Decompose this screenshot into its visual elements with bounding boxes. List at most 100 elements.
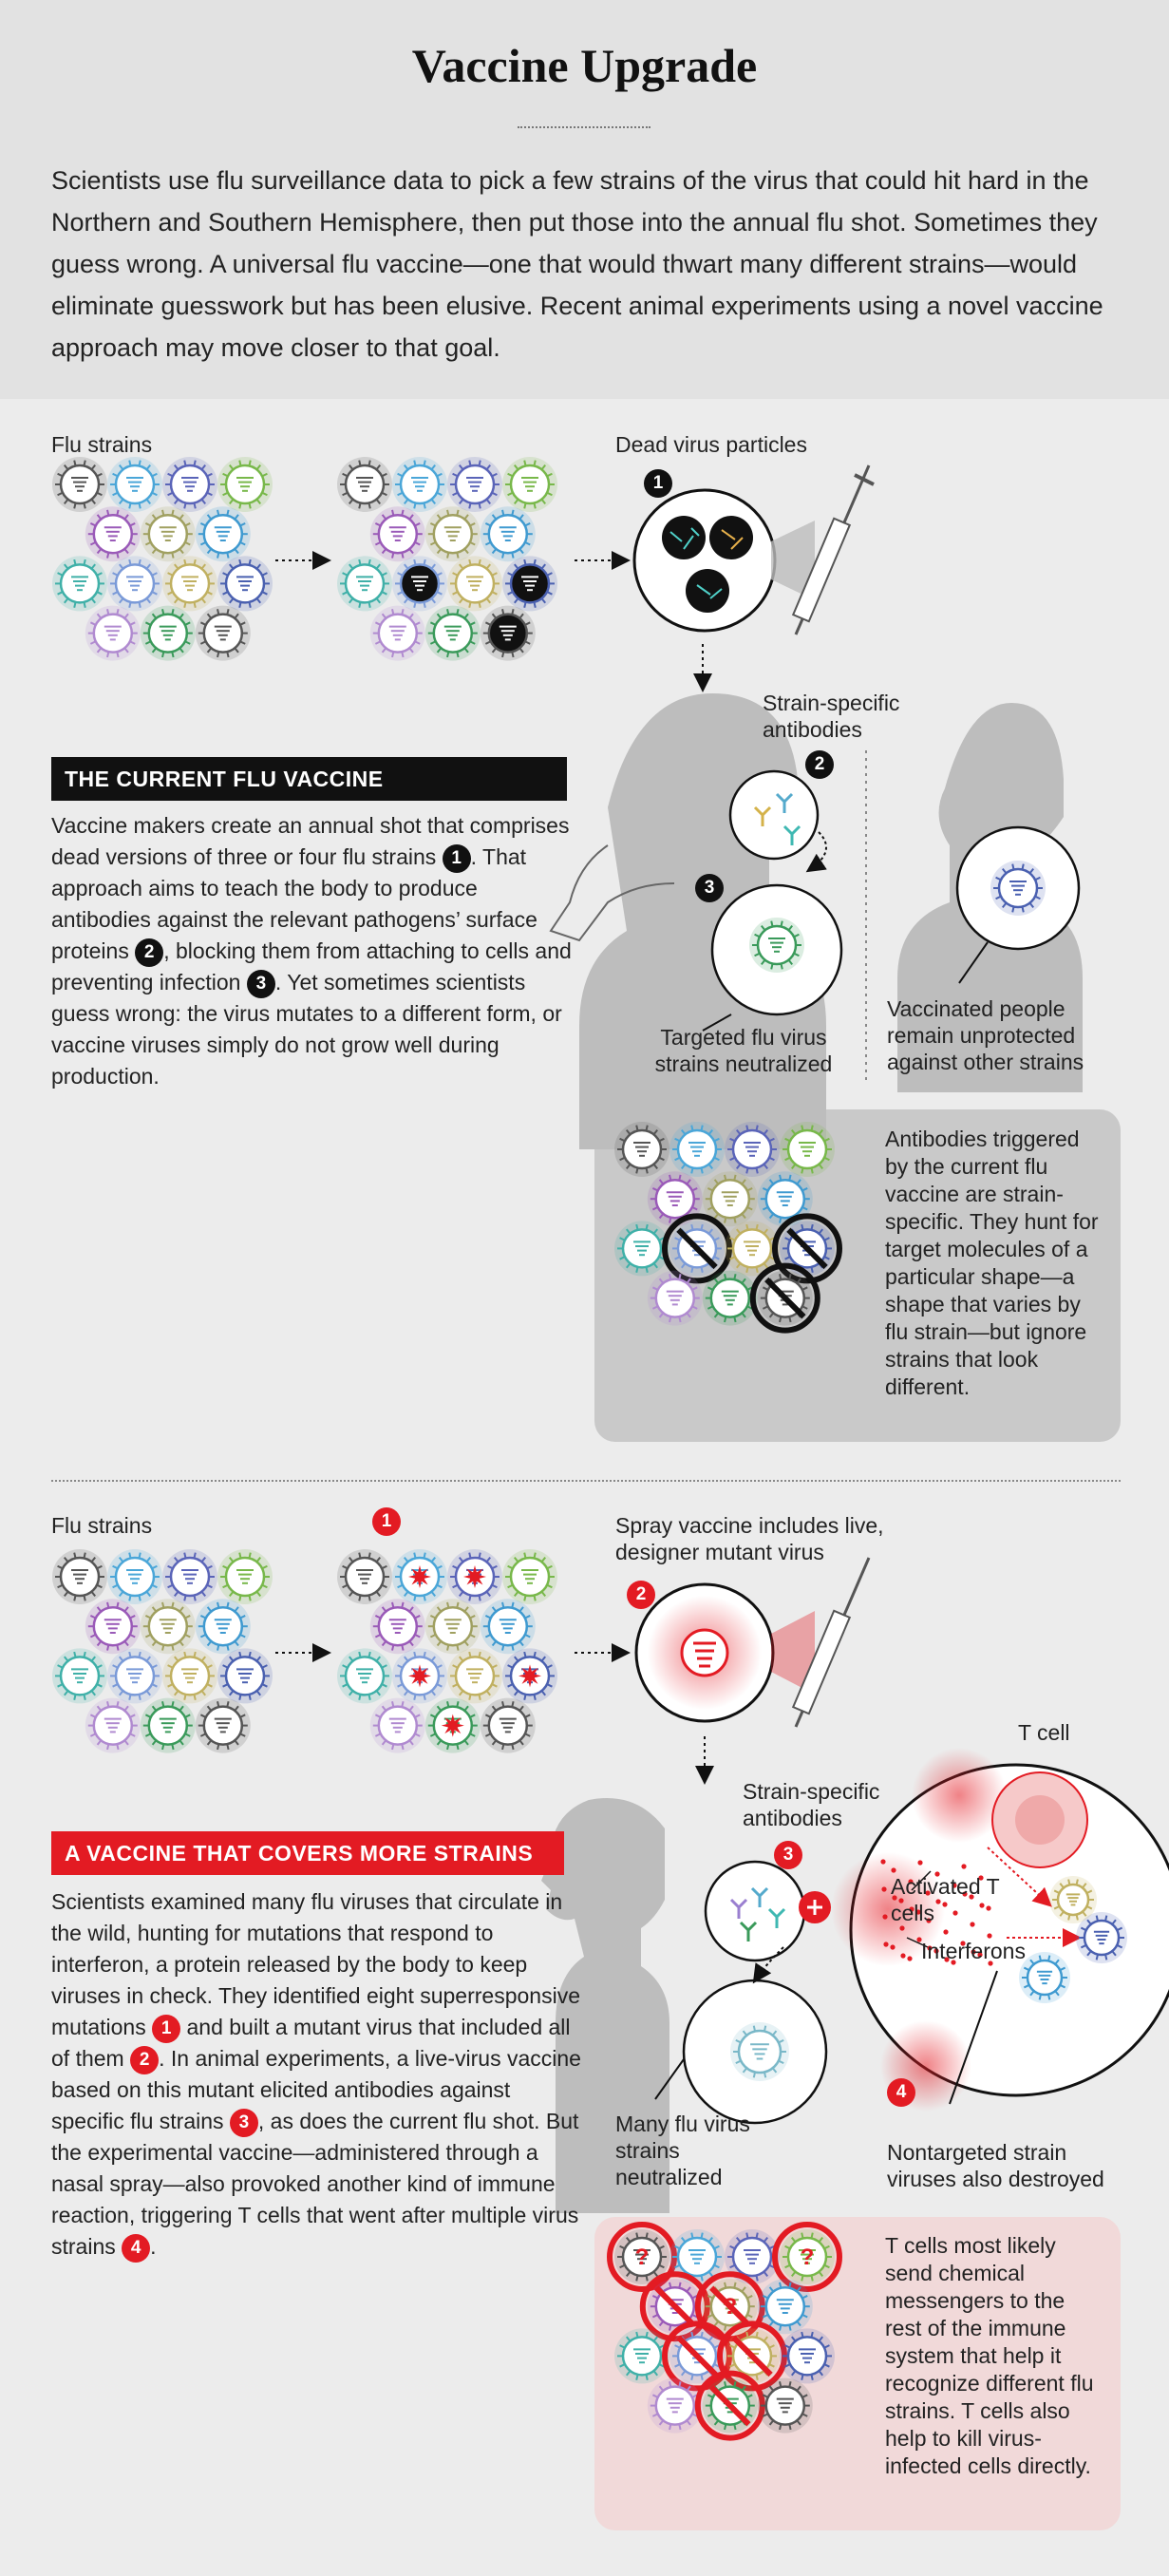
inline-new-step-4: 4 (122, 2233, 151, 2263)
flu-virus-icon (195, 1697, 251, 1753)
flu-virus-icon (107, 1648, 162, 1704)
destroyed-strain-icon: ? (694, 2271, 765, 2342)
flu-virus-icon (669, 1122, 725, 1177)
flu-virus-icon (447, 556, 502, 612)
flu-virus-icon (162, 556, 217, 612)
nontargeted-label: Nontargeted strain viruses also destroye… (887, 2140, 1104, 2191)
flu-virus-icon (217, 1648, 273, 1704)
flu-virus-icon (195, 506, 251, 562)
step-1-badge: 1 (644, 469, 672, 498)
flu-virus-icon (424, 1599, 481, 1655)
flu-virus-icon (669, 2229, 725, 2284)
current-vaccine-heading: THE CURRENT FLU VACCINE (51, 757, 567, 801)
new-step-1-badge: 1 (372, 1507, 401, 1536)
flu-virus-icon (614, 1122, 669, 1177)
flu-virus-icon (757, 2377, 813, 2434)
flu-virus-icon (480, 506, 536, 562)
flu-virus-icon (725, 1221, 780, 1277)
t-cell-label: T cell (1018, 1720, 1070, 1745)
flu-virus-icon (502, 457, 557, 512)
person-silhouette-3 (541, 1798, 669, 2213)
flu-virus-icon (1019, 1952, 1070, 2003)
current-flu-strains-label: Flu strains (51, 432, 153, 457)
svg-text:?: ? (723, 2294, 737, 2320)
antibodies-label: Strain-specific antibodies (763, 691, 900, 742)
flu-virus-icon (990, 861, 1046, 916)
title-divider (518, 126, 650, 128)
flu-virus-icon (757, 1171, 813, 1227)
selected-strain-icon (502, 556, 557, 612)
syringe-icon (791, 464, 875, 635)
flu-virus-icon (447, 457, 502, 512)
antibody-circle-2 (704, 1860, 806, 1962)
flu-virus-icon (647, 1171, 703, 1227)
step-2-badge: 2 (805, 750, 834, 779)
flu-virus-icon (140, 1697, 196, 1753)
flu-virus-icon (85, 1697, 141, 1753)
flu-virus-icon (337, 457, 392, 512)
inline-step-3: 3 (246, 969, 275, 998)
spray-vaccine-label: Spray vaccine includes live, designer mu… (615, 1513, 884, 1564)
flu-virus-icon (52, 1648, 107, 1704)
flu-virus-icon (162, 1549, 217, 1604)
flu-virus-icon (52, 1549, 107, 1604)
flu-virus-icon (140, 605, 196, 661)
destroyed-strain-icon (694, 2370, 765, 2441)
inline-new-step-1: 1 (152, 2014, 181, 2043)
flu-virus-icon (337, 1648, 392, 1704)
flu-virus-icon (749, 918, 804, 973)
mutated-strain-icon (392, 1549, 447, 1604)
section-divider (51, 1480, 1121, 1482)
new-step-3-badge: 3 (774, 1841, 802, 1869)
new-step-2-badge: 2 (627, 1581, 655, 1609)
interferons-label: Interferons (921, 1939, 1026, 1963)
flu-virus-icon (1076, 1912, 1127, 1963)
inline-new-step-3: 3 (229, 2108, 258, 2137)
header (0, 0, 1169, 399)
new-flu-strains-label: Flu strains (51, 1513, 153, 1538)
flu-virus-icon (480, 1599, 536, 1655)
flu-virus-icon (162, 457, 217, 512)
mutated-strain-icon (502, 1648, 557, 1704)
flu-virus-icon (725, 2229, 780, 2284)
flu-virus-icon (780, 1122, 835, 1177)
flu-virus-icon (195, 605, 251, 661)
unprotected-label: Vaccinated people remain unprotected aga… (887, 996, 1084, 1074)
nasal-spray-icon (791, 1557, 871, 1728)
flu-virus-icon (502, 1549, 557, 1604)
flu-virus-icon (614, 1221, 669, 1277)
flu-virus-icon (85, 506, 141, 562)
flu-virus-icon (369, 1697, 425, 1753)
flu-virus-icon (140, 1599, 196, 1655)
current-vaccine-body: Vaccine makers create an annual shot tha… (51, 813, 572, 1089)
flu-virus-icon (424, 506, 481, 562)
blocked-strain-icon (772, 1213, 842, 1284)
flu-virus-icon (369, 605, 425, 661)
flu-virus-icon (480, 1697, 536, 1753)
flu-virus-icon (107, 1549, 162, 1604)
current-panel-text: Antibodies triggered by the current flu … (885, 1127, 1099, 1399)
new-antibodies-label: Strain-specific antibodies (743, 1779, 880, 1830)
flu-virus-icon (1049, 1876, 1097, 1923)
many-neutralized-label: Many flu virus strains neutralized (615, 2112, 750, 2189)
flu-virus-icon (392, 457, 447, 512)
flu-virus-icon (730, 2022, 789, 2081)
inline-new-step-2: 2 (130, 2045, 160, 2074)
flu-virus-icon (52, 556, 107, 612)
flu-virus-icon (107, 457, 162, 512)
flu-virus-icon (702, 1270, 758, 1326)
flu-virus-icon (195, 1599, 251, 1655)
mutated-strain-icon (424, 1697, 481, 1753)
inline-step-2: 2 (135, 938, 164, 967)
step-3-badge: 3 (695, 874, 724, 902)
flu-virus-icon (647, 2377, 703, 2434)
flu-virus-icon (217, 556, 273, 612)
flu-virus-icon (217, 1549, 273, 1604)
antibody-circle (728, 769, 820, 861)
new-step-4-badge: 4 (887, 2078, 915, 2107)
flu-virus-icon (140, 506, 196, 562)
flu-virus-icon (447, 1648, 502, 1704)
targeted-neutralized-label: Targeted flu virus strains neutralized (654, 1025, 833, 1076)
flu-virus-icon (217, 457, 273, 512)
